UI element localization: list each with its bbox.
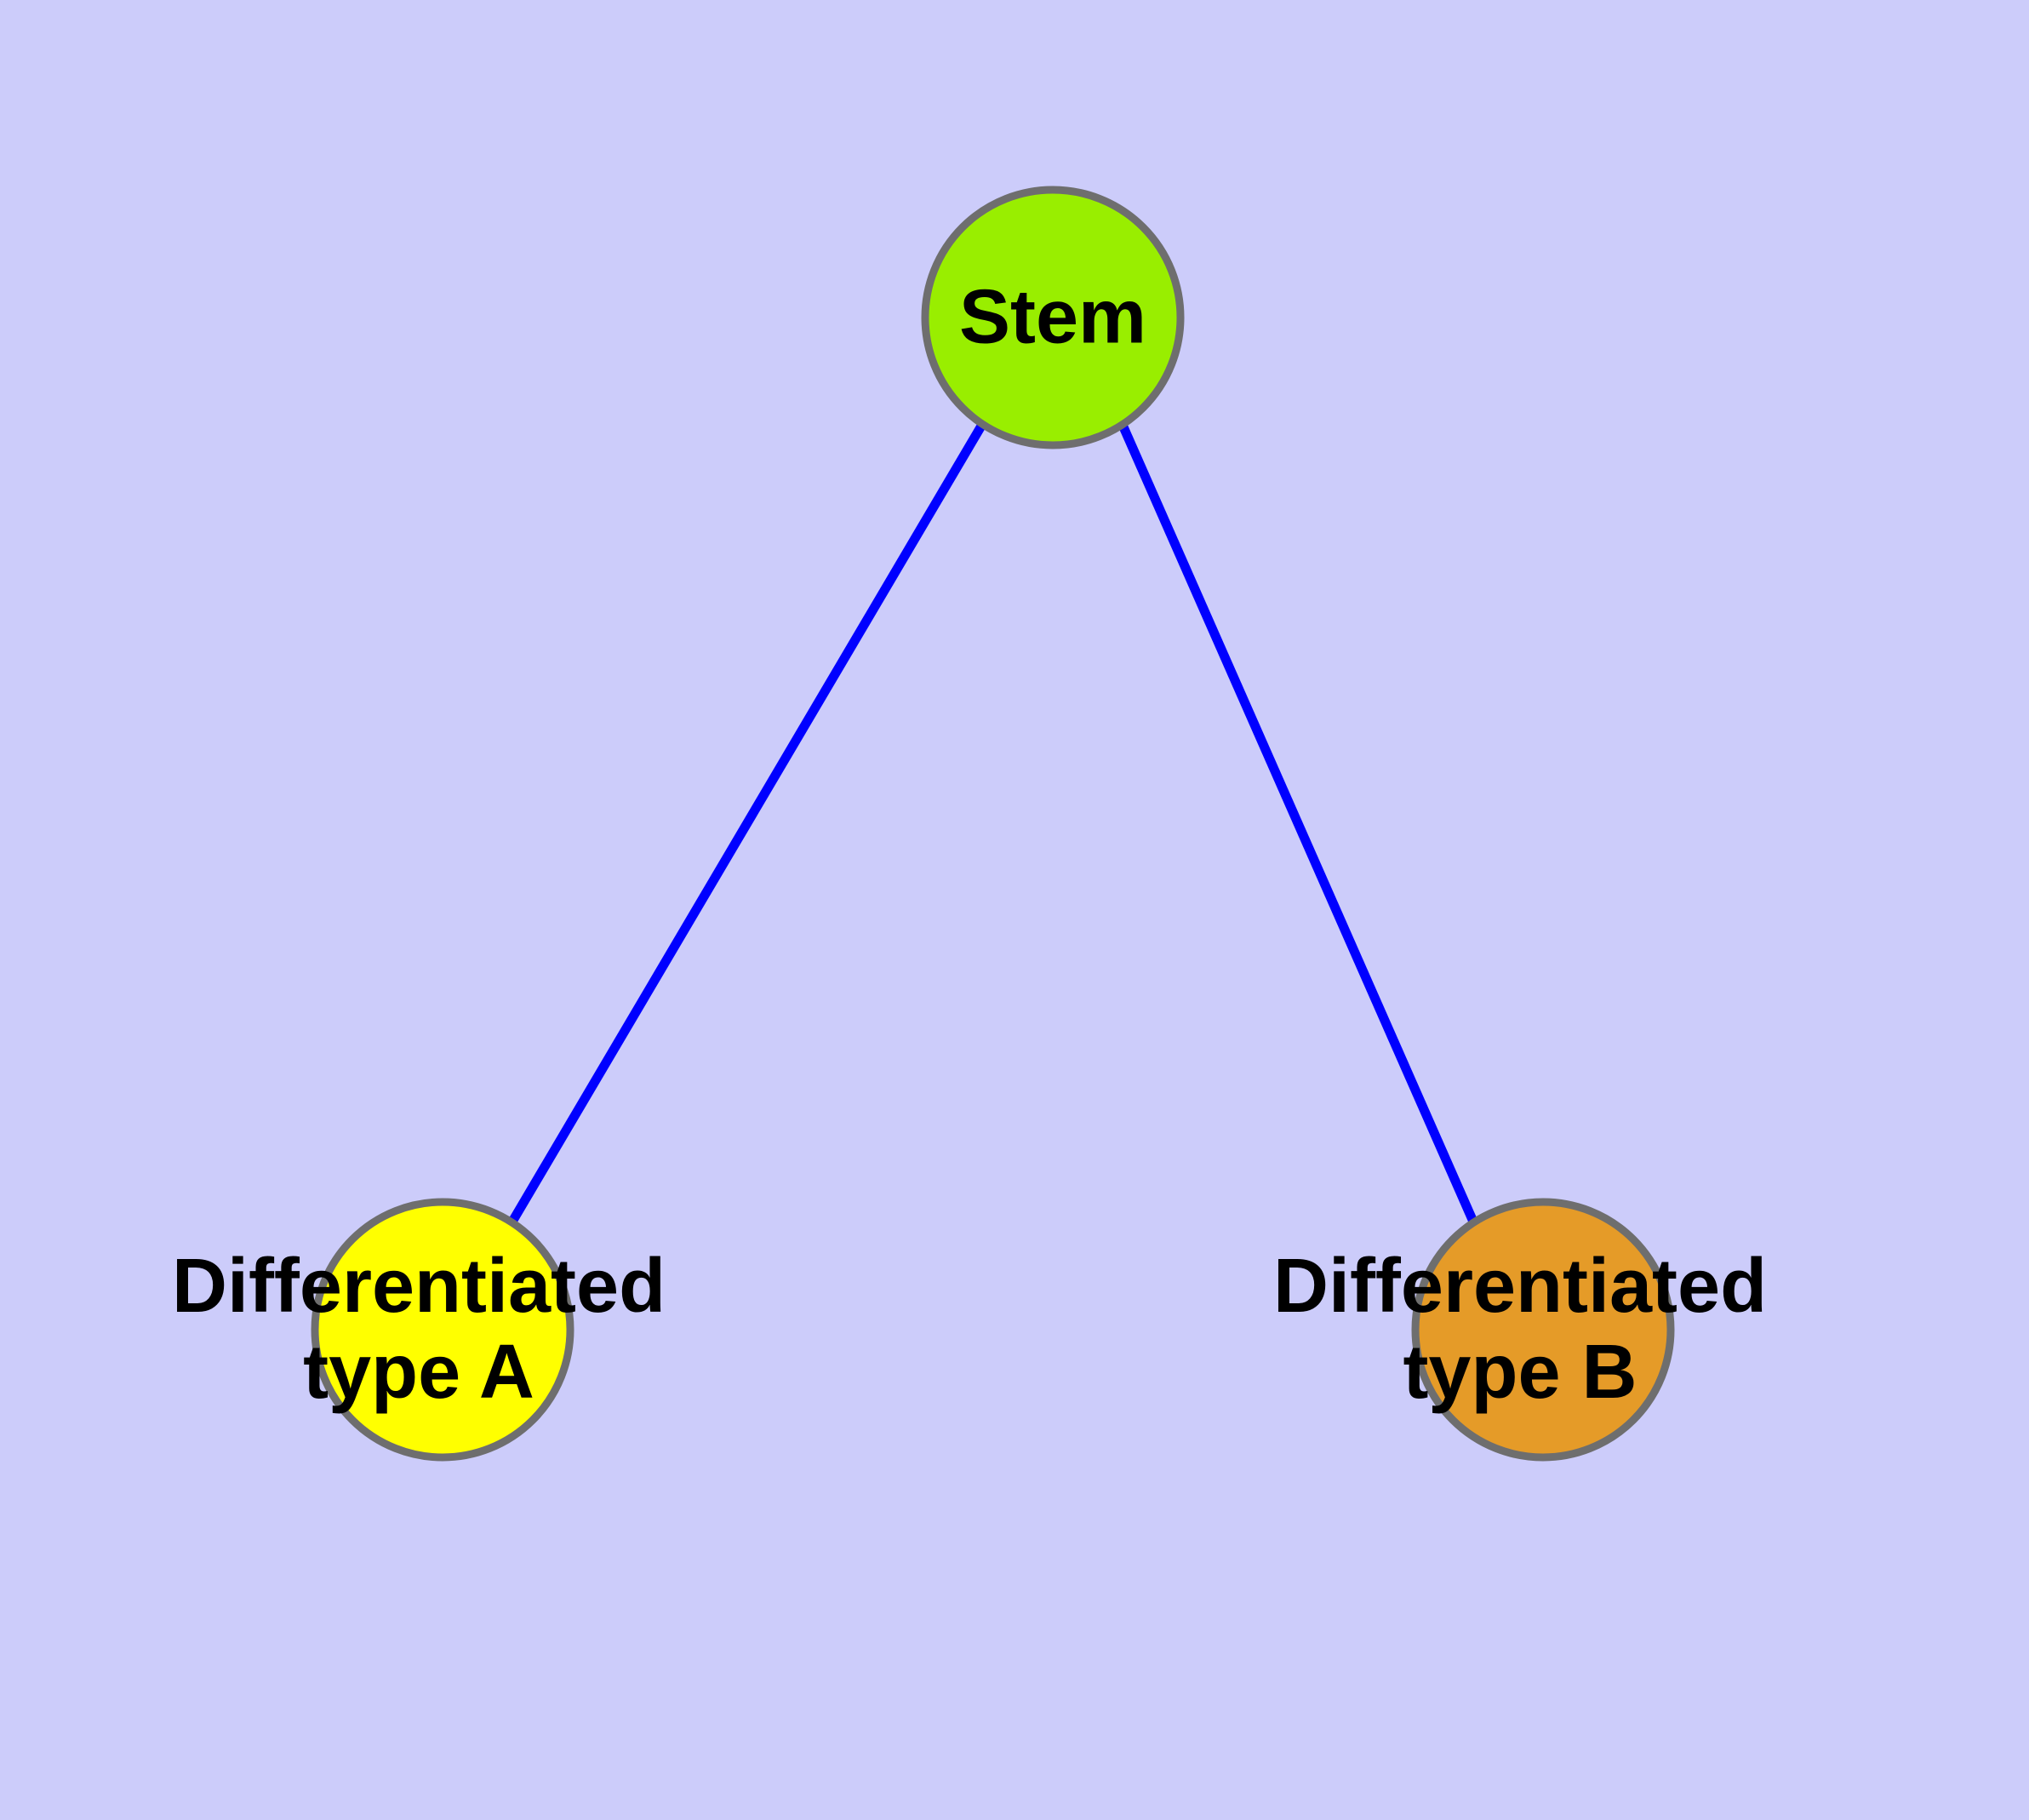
edge-stem-to-differentiated-type-b[interactable] xyxy=(1117,421,1478,1224)
node-layer xyxy=(311,186,1675,1462)
node-stem-circle[interactable] xyxy=(921,186,1185,449)
edge-layer xyxy=(508,421,1478,1224)
edge-stem-to-differentiated-type-a[interactable] xyxy=(508,421,987,1224)
node-differentiated-type-b-circle[interactable] xyxy=(1411,1198,1675,1462)
node-differentiated-type-a-circle[interactable] xyxy=(311,1198,574,1462)
